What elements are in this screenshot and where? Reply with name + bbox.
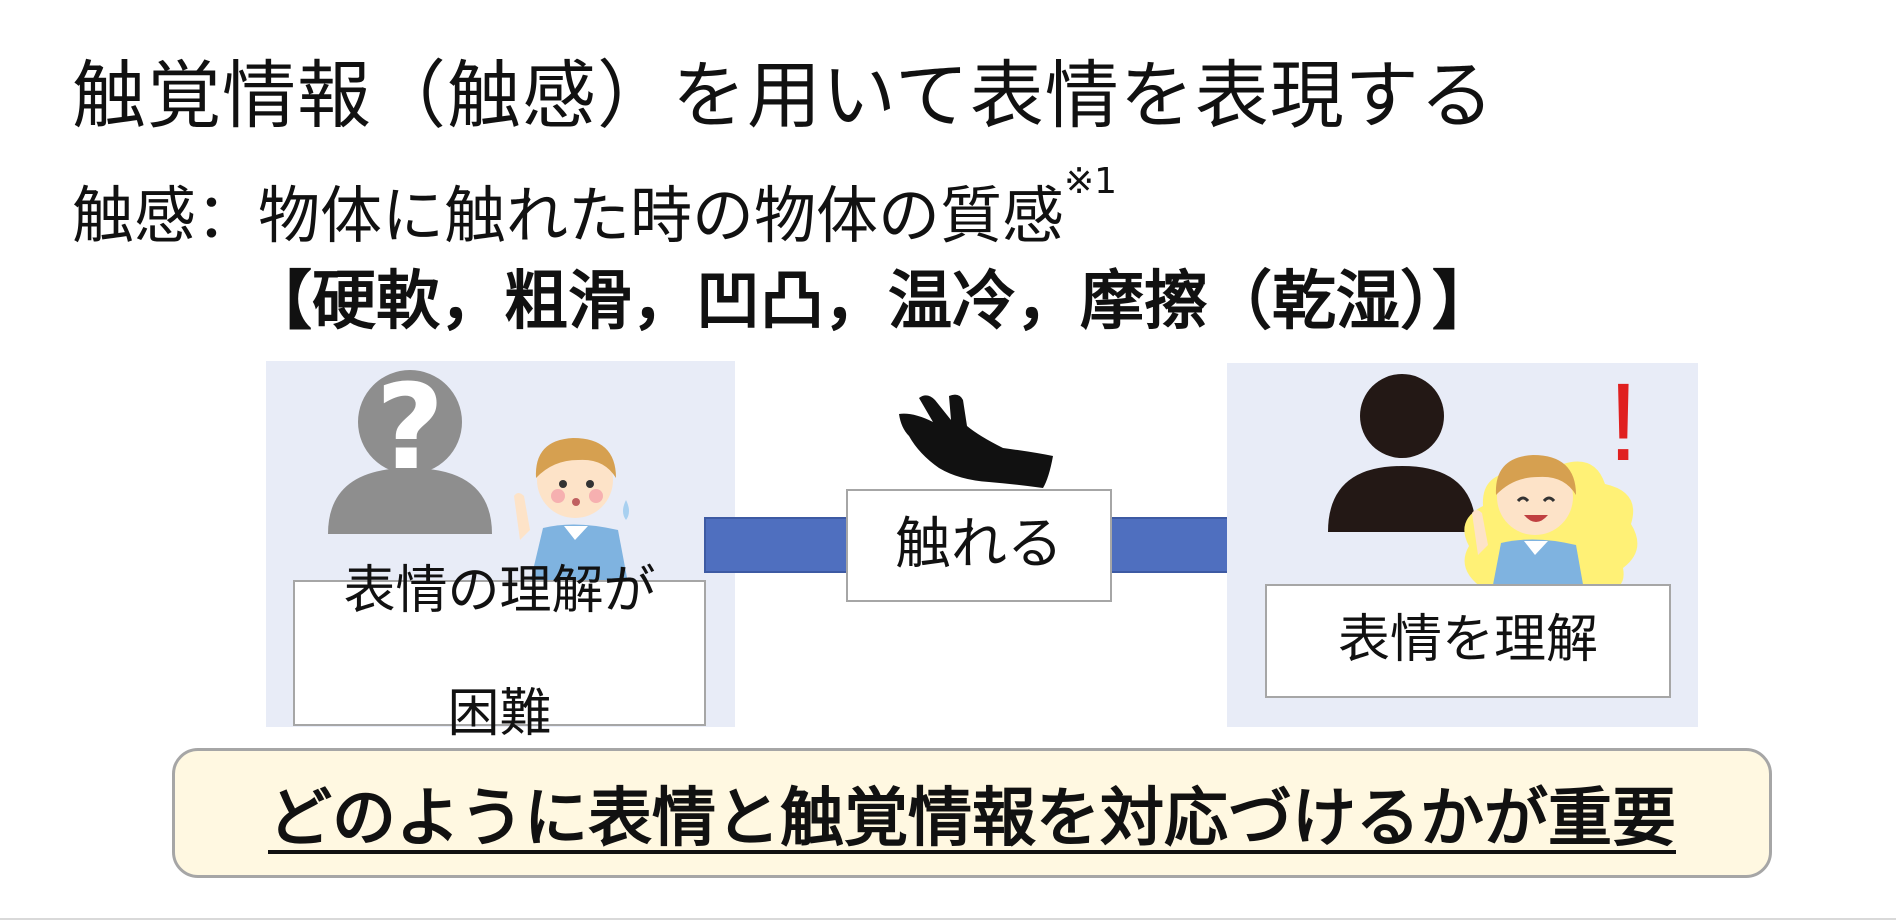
- footnote-mark: ※1: [1064, 161, 1118, 202]
- definition: 触感：物体に触れた時の物体の質感※1: [72, 161, 1117, 255]
- hand-icon: [899, 394, 1053, 488]
- tactile-attributes: 【硬軟，粗滑，凹凸，温冷，摩擦（乾湿）】: [248, 265, 1496, 339]
- difficult-label-line1: 表情の理解が: [343, 560, 656, 621]
- slide-title: 触覚情報（触感）を用いて表情を表現する: [72, 53, 1495, 139]
- exclamation-mark: !: [1608, 361, 1639, 484]
- person-silhouette-icon: [1328, 374, 1476, 532]
- bottom-divider: [0, 918, 1896, 920]
- touch-label: 触れる: [846, 489, 1112, 602]
- thinking-boy-icon: [514, 438, 629, 583]
- conclusion-box: どのように表情と触覚情報を対応づけるかが重要: [172, 748, 1772, 878]
- understand-label: 表情を理解: [1265, 584, 1671, 698]
- difficult-label-line2: 困難: [447, 683, 552, 744]
- unknown-person-icon: ?: [328, 368, 492, 534]
- happy-boy-icon: [1472, 455, 1584, 590]
- conclusion-text: どのように表情と触覚情報を対応づけるかが重要: [268, 782, 1676, 856]
- difficult-label: 表情の理解が 困難: [293, 561, 706, 744]
- svg-text:?: ?: [376, 368, 444, 496]
- definition-text: 触感：物体に触れた時の物体の質感: [72, 179, 1065, 252]
